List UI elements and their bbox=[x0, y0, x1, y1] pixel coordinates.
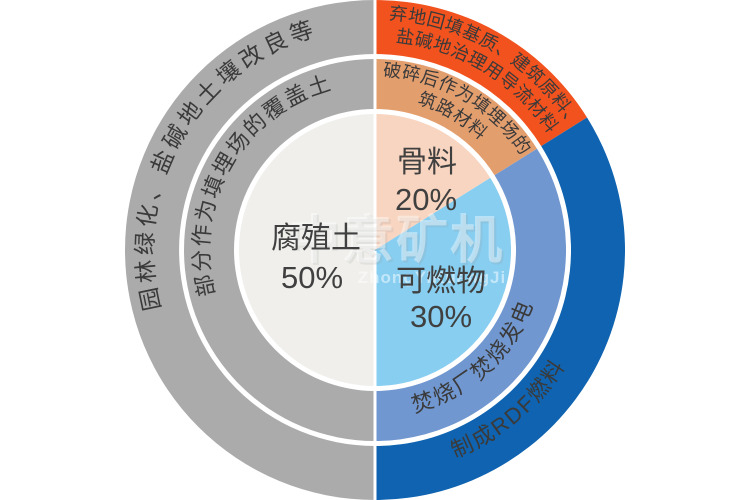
middle-ring-segment-humus bbox=[184, 59, 375, 441]
middle-ring-segment-combustible bbox=[375, 148, 567, 442]
slice-label-combustible: 可燃物 bbox=[396, 265, 486, 298]
outer-ring-segment-humus bbox=[125, 0, 375, 500]
outer-ring-segment-combustible bbox=[375, 117, 626, 500]
pie-slice-combustible bbox=[375, 177, 511, 386]
slice-value-humus: 50% bbox=[281, 260, 343, 295]
watermark-en: ZhongYiKuangJi bbox=[358, 268, 506, 287]
slice-value-combustible: 30% bbox=[410, 299, 472, 334]
slice-value-aggregate: 20% bbox=[395, 182, 457, 217]
slice-label-aggregate: 骨料 bbox=[397, 146, 457, 179]
pie-slice-humus bbox=[239, 114, 375, 386]
middle-ring-segment-aggregate bbox=[375, 59, 537, 176]
watermark-cn: 中意矿机 bbox=[288, 212, 504, 270]
watermark-shadow: 中意矿机 bbox=[290, 214, 506, 272]
pie-slice-aggregate bbox=[375, 114, 491, 250]
slice-label-humus: 腐殖土 bbox=[271, 222, 361, 255]
outer-ring-segment-aggregate bbox=[375, 0, 587, 147]
